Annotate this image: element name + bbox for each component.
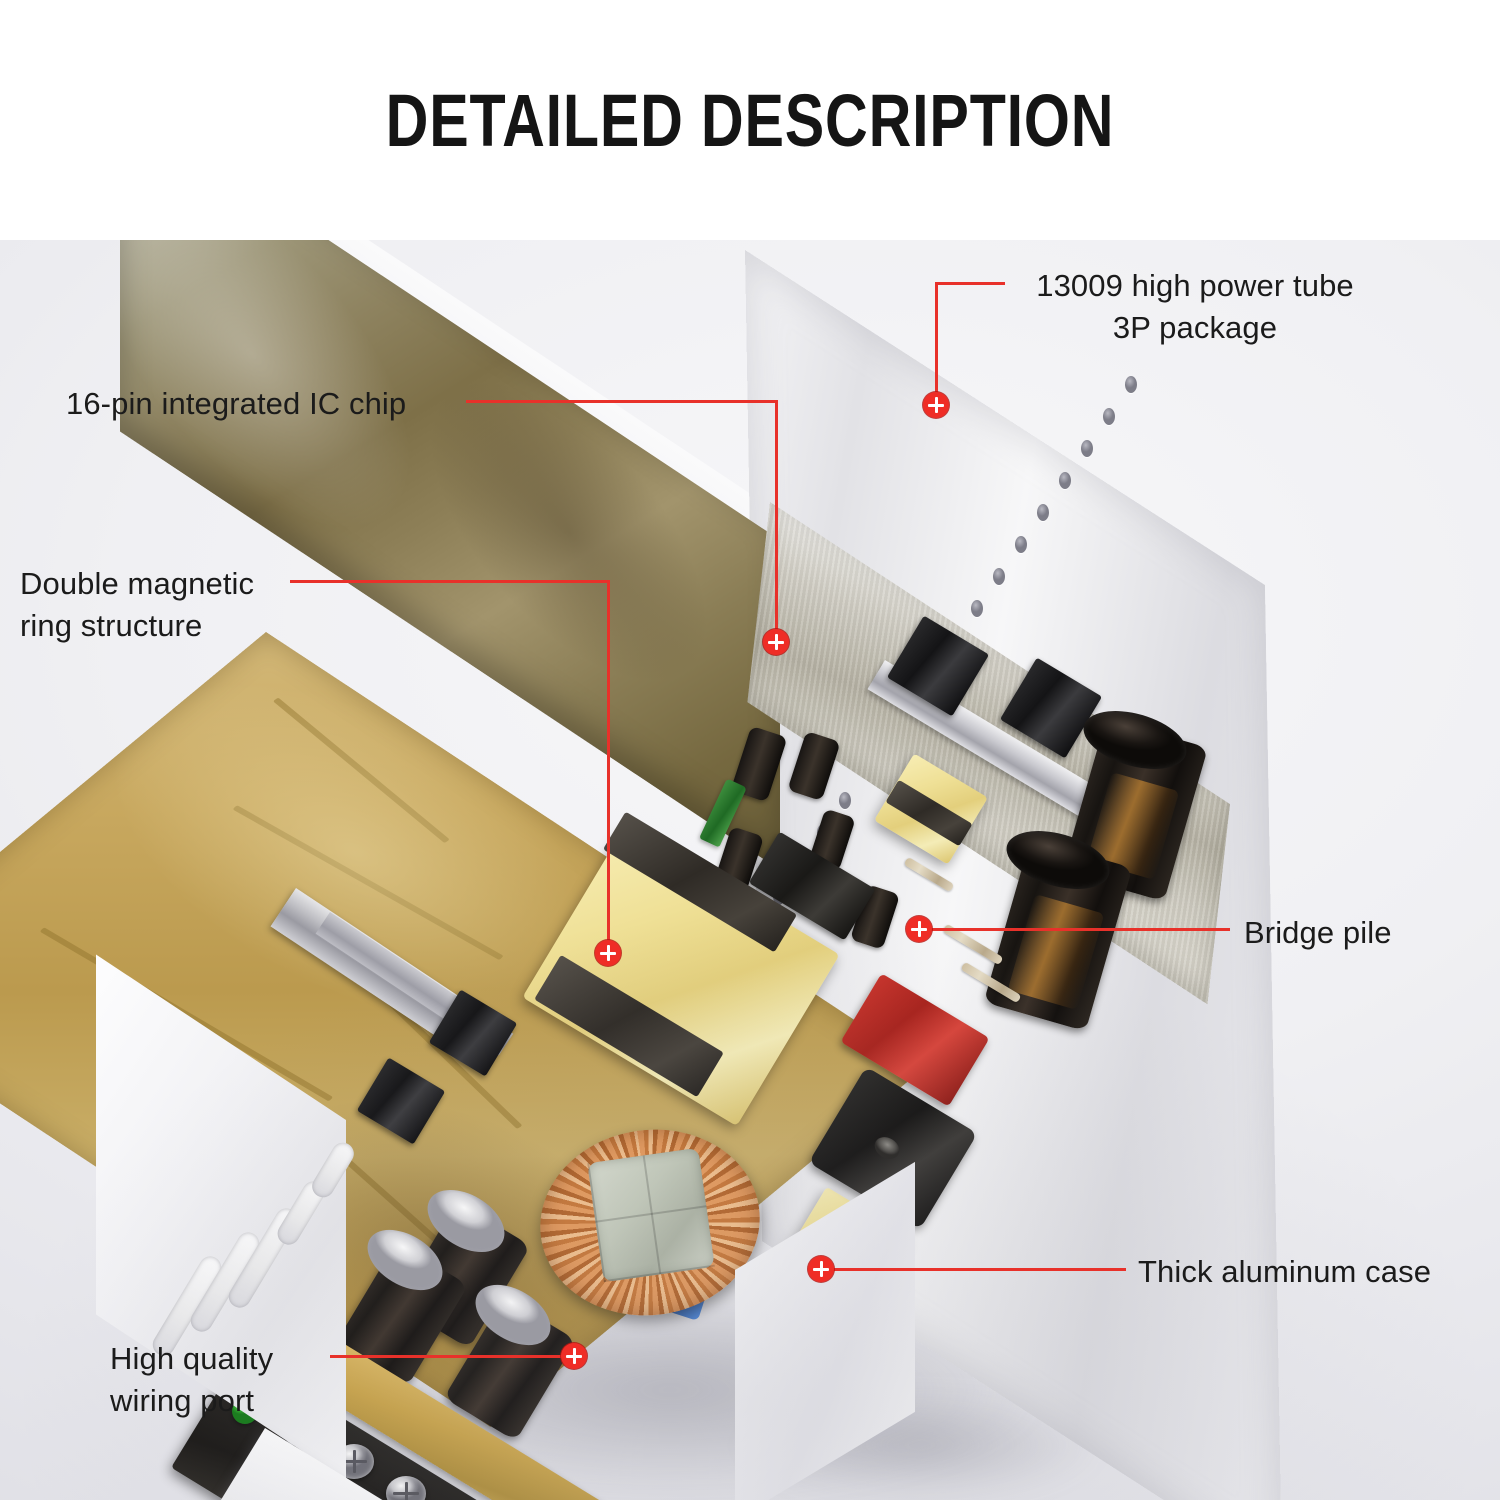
page-title: DETAILED DESCRIPTION [385, 79, 1115, 162]
power-supply-unit [0, 240, 1500, 1500]
header-band: DETAILED DESCRIPTION [0, 0, 1500, 240]
product-photo [0, 240, 1500, 1500]
terminal-screw [386, 1476, 426, 1500]
toroidal-inductor-core [587, 1147, 715, 1283]
